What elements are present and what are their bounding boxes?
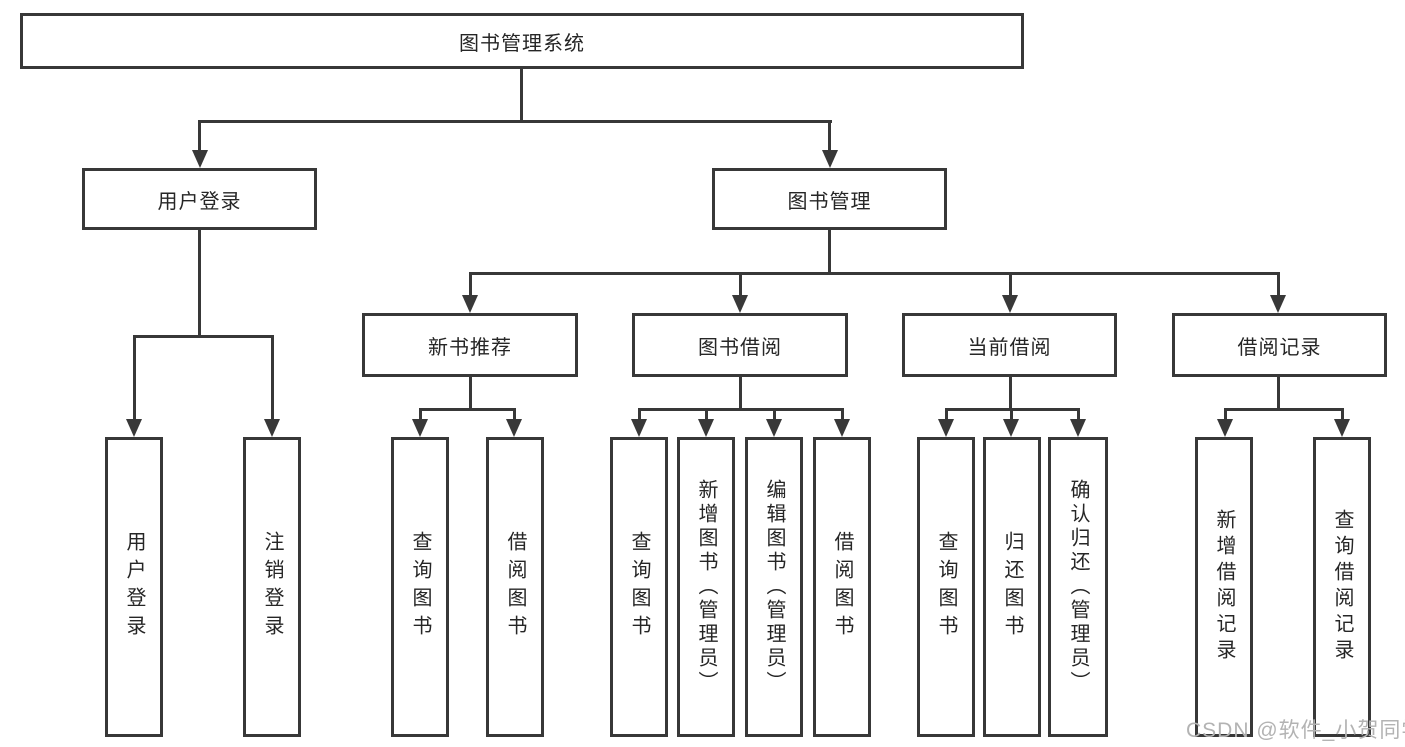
- connector-drop: [1077, 408, 1080, 420]
- connector-drop: [513, 408, 516, 420]
- arrowhead-icon: [506, 419, 522, 437]
- arrowhead-icon: [192, 150, 208, 168]
- arrowhead-icon: [732, 295, 748, 313]
- connector-drop-leaf-login: [133, 335, 136, 420]
- arrowhead-icon: [822, 150, 838, 168]
- node-leaf-borrow-books-1: 借阅图书: [486, 437, 544, 737]
- node-current-borrowing: 当前借阅: [902, 313, 1117, 377]
- connector-drop: [773, 408, 776, 420]
- connector-borrow-rail: [638, 408, 843, 411]
- connector-borrow-stem: [739, 377, 742, 410]
- arrowhead-icon: [1002, 295, 1018, 313]
- arrowhead-icon: [834, 419, 850, 437]
- connector-records-rail: [1224, 408, 1344, 411]
- connector-drop-new-books: [469, 272, 472, 296]
- node-leaf-user-login: 用户登录: [105, 437, 163, 737]
- node-leaf-query-books-2: 查询图书: [610, 437, 668, 737]
- connector-newbooks-stem: [469, 377, 472, 410]
- node-leaf-query-books-3: 查询图书: [917, 437, 975, 737]
- connector-root-stem: [520, 69, 523, 122]
- node-leaf-confirm-return-admin: 确认归还（管理员）: [1048, 437, 1108, 737]
- connector-newbooks-rail: [419, 408, 516, 411]
- connector-drop-borrow-records: [1277, 272, 1280, 296]
- arrowhead-icon: [264, 419, 280, 437]
- node-book-borrowing: 图书借阅: [632, 313, 848, 377]
- arrowhead-icon: [938, 419, 954, 437]
- arrowhead-icon: [1070, 419, 1086, 437]
- connector-drop-user-login: [198, 120, 201, 151]
- connector-drop-book-mgmt: [828, 120, 831, 151]
- connector-drop: [1341, 408, 1344, 420]
- node-leaf-edit-books-admin: 编辑图书（管理员）: [745, 437, 803, 737]
- arrowhead-icon: [1334, 419, 1350, 437]
- node-book-management: 图书管理: [712, 168, 947, 230]
- node-leaf-add-books-admin: 新增图书（管理员）: [677, 437, 735, 737]
- node-leaf-query-books-1: 查询图书: [391, 437, 449, 737]
- arrowhead-icon: [126, 419, 142, 437]
- arrowhead-icon: [1217, 419, 1233, 437]
- connector-records-stem: [1277, 377, 1280, 410]
- connector-drop-book-borrow: [739, 272, 742, 296]
- connector-login-stem: [198, 230, 201, 337]
- node-leaf-add-borrow-record: 新增借阅记录: [1195, 437, 1253, 737]
- arrowhead-icon: [631, 419, 647, 437]
- connector-drop: [638, 408, 641, 420]
- arrowhead-icon: [698, 419, 714, 437]
- connector-drop: [945, 408, 948, 420]
- node-leaf-return-books: 归还图书: [983, 437, 1041, 737]
- arrowhead-icon: [412, 419, 428, 437]
- arrowhead-icon: [1003, 419, 1019, 437]
- node-leaf-borrow-books-2: 借阅图书: [813, 437, 871, 737]
- arrowhead-icon: [766, 419, 782, 437]
- node-leaf-logout: 注销登录: [243, 437, 301, 737]
- connector-drop: [841, 408, 844, 420]
- connector-root-rail: [199, 120, 832, 123]
- node-root-library-system: 图书管理系统: [20, 13, 1024, 69]
- connector-login-rail: [133, 335, 273, 338]
- node-leaf-query-borrow-record: 查询借阅记录: [1313, 437, 1371, 737]
- watermark: CSDN @软件_小贺同学: [1186, 719, 1405, 742]
- connector-mgmt-stem: [828, 230, 831, 274]
- connector-drop: [705, 408, 708, 420]
- connector-drop: [419, 408, 422, 420]
- connector-drop-current-borrow: [1009, 272, 1012, 296]
- node-borrowing-records: 借阅记录: [1172, 313, 1387, 377]
- node-new-book-recommend: 新书推荐: [362, 313, 578, 377]
- connector-drop: [1010, 408, 1013, 420]
- connector-drop: [1224, 408, 1227, 420]
- connector-mgmt-rail: [470, 272, 1280, 275]
- arrowhead-icon: [462, 295, 478, 313]
- arrowhead-icon: [1270, 295, 1286, 313]
- connector-current-stem: [1009, 377, 1012, 410]
- node-user-login: 用户登录: [82, 168, 317, 230]
- connector-drop-leaf-logout: [271, 335, 274, 420]
